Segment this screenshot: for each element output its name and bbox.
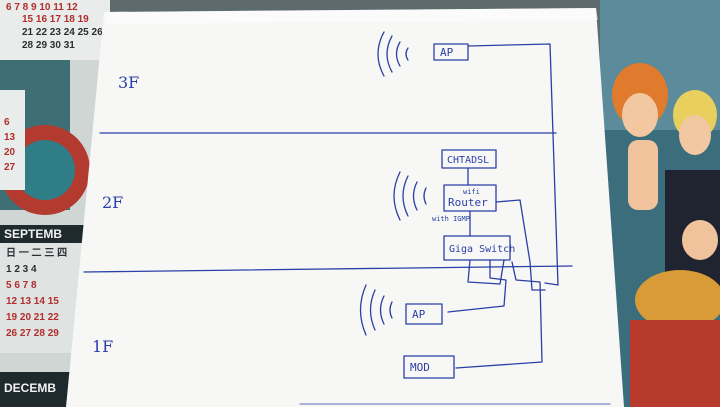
calendar-side-3: 20 — [4, 147, 16, 158]
calendar-september-row-5: 26 27 28 29 — [6, 328, 59, 339]
switch-box — [443, 235, 511, 261]
floor-divider-2f-1f — [83, 265, 573, 273]
wifi-icon — [393, 171, 427, 221]
wifi-icon — [377, 31, 409, 77]
mod-label: MOD — [410, 361, 430, 374]
floor-label-2f: 2F — [102, 193, 123, 212]
floor-label-3f: 3F — [118, 73, 139, 92]
calendar-december-title: DECEMB — [4, 381, 56, 395]
ap-3f-box — [433, 43, 469, 61]
link-switch-down — [467, 259, 505, 285]
modem-box — [441, 149, 497, 169]
calendar-september-row-1: 1 2 3 4 — [6, 264, 37, 275]
mod-box — [403, 355, 455, 379]
link-ap-3f — [467, 43, 559, 286]
link-router-right — [495, 199, 546, 291]
floor-label-1f: 1F — [92, 337, 113, 356]
calendar-side-2: 13 — [4, 132, 16, 143]
link-switch-ap-1f — [447, 259, 507, 313]
router-label: Router — [448, 196, 488, 209]
ap-1f-label: AP — [412, 308, 426, 321]
calendar-row-2: 15 16 17 18 19 — [22, 14, 89, 25]
link-switch-mod — [455, 261, 543, 369]
ap-1f-box — [405, 303, 443, 325]
calendar-september-row-3: 12 13 14 15 — [6, 296, 59, 307]
switch-label: Giga Switch — [449, 244, 515, 255]
calendar-row-1: 6 7 8 9 10 11 12 — [6, 2, 78, 13]
calendar-september-title: SEPTEMB — [4, 227, 62, 241]
router-igmp-note: with IGMP — [432, 215, 470, 223]
calendar-side-4: 27 — [4, 162, 16, 173]
ap-3f-label: AP — [440, 46, 454, 59]
calendar-row-4: 28 29 30 31 — [22, 40, 75, 51]
modem-label: CHTADSL — [447, 155, 489, 166]
calendar-september-row-4: 19 20 21 22 — [6, 312, 59, 323]
poster-right — [600, 0, 720, 407]
calendar-september-row-2: 5 6 7 8 — [6, 280, 37, 291]
router-wifi-note: wifi — [463, 188, 480, 196]
calendar-row-3: 21 22 23 24 25 26 — [22, 27, 103, 38]
calendar-side-1: 6 — [4, 117, 10, 128]
wifi-icon — [359, 284, 393, 336]
paper-sheet — [66, 8, 624, 407]
calendar-september-weekdays: 日 一 二 三 四 — [6, 247, 67, 259]
